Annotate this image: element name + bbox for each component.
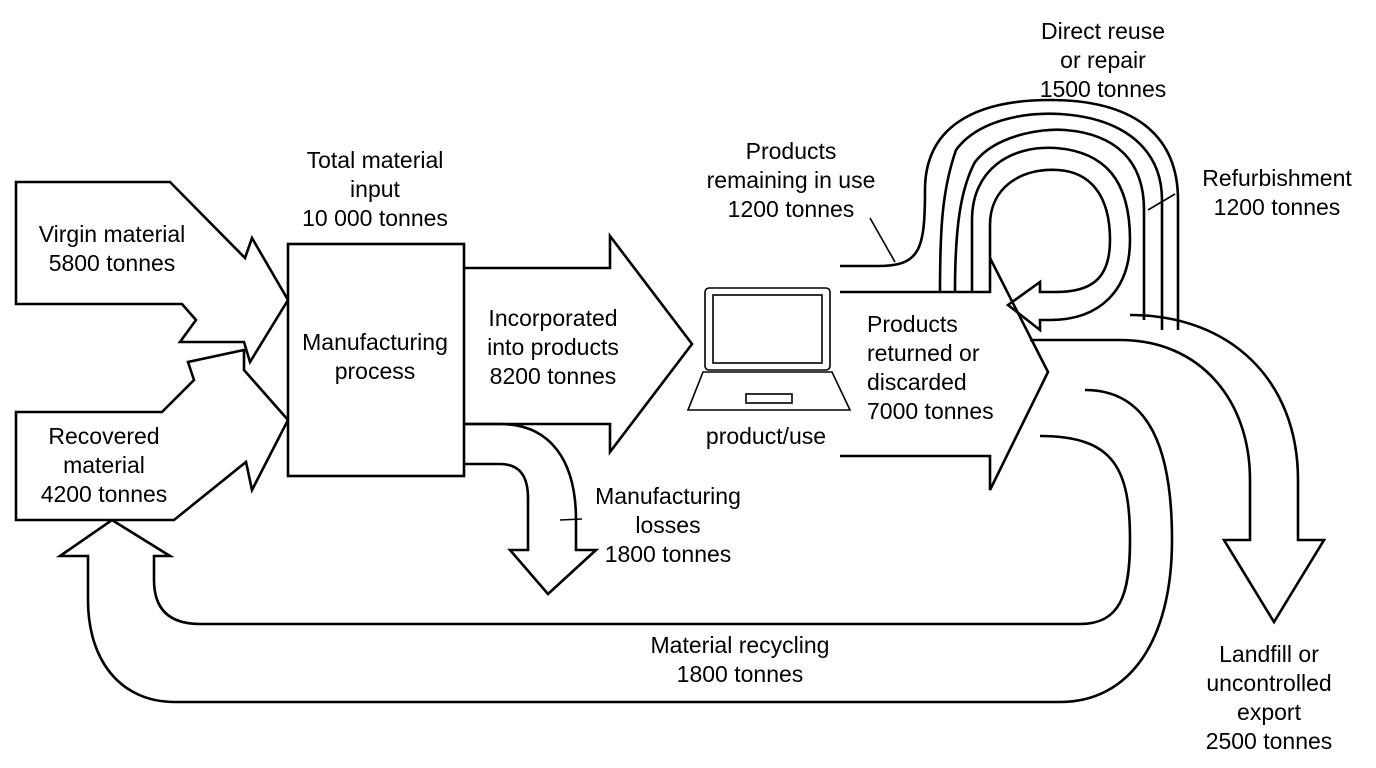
direct-reuse-label: Direct reuse or repair 1500 tonnes bbox=[1039, 18, 1167, 102]
manufacturing-process-label: Manufacturing process bbox=[302, 329, 448, 384]
landfill-label: Landfill or uncontrolled export 2500 ton… bbox=[1205, 641, 1333, 754]
products-remaining-flow bbox=[840, 98, 1180, 330]
refurbishment-loop bbox=[970, 146, 1132, 333]
products-returned-label: Products returned or discarded 7000 tonn… bbox=[867, 311, 994, 424]
incorporated-arrow bbox=[464, 232, 694, 456]
product-use-label: product/use bbox=[705, 423, 827, 449]
material-recycling-label: Material recycling 1800 tonnes bbox=[650, 632, 830, 687]
products-returned-arrow bbox=[840, 257, 1050, 491]
products-remaining-label: Products remaining in use 1200 tonnes bbox=[706, 138, 876, 222]
virgin-material-label: Virgin material 5800 tonnes bbox=[38, 221, 186, 276]
laptop-icon bbox=[686, 287, 852, 411]
manufacturing-losses-label: Manufacturing losses 1800 tonnes bbox=[595, 483, 741, 567]
refurbishment-leader-line bbox=[1147, 193, 1176, 211]
manufacturing-losses-arrow bbox=[464, 422, 600, 596]
losses-leader-line bbox=[559, 518, 583, 521]
direct-reuse-inner bbox=[953, 128, 1146, 320]
virgin-material-arrow bbox=[14, 180, 290, 366]
remaining-leader-line bbox=[869, 217, 896, 263]
material-recycling-arrow bbox=[55, 388, 1174, 704]
incorporated-label: Incorporated into products 8200 tonnes bbox=[487, 305, 619, 389]
recovered-material-label: Recovered material 4200 tonnes bbox=[40, 423, 168, 507]
refurbishment-label: Refurbishment 1200 tonnes bbox=[1202, 165, 1352, 220]
direct-reuse-loop bbox=[938, 112, 1164, 330]
total-input-label: Total material input 10 000 tonnes bbox=[302, 147, 448, 231]
recovered-material-arrow bbox=[14, 348, 290, 522]
manufacturing-process-box bbox=[286, 242, 466, 478]
landfill-arrow bbox=[1030, 313, 1327, 625]
